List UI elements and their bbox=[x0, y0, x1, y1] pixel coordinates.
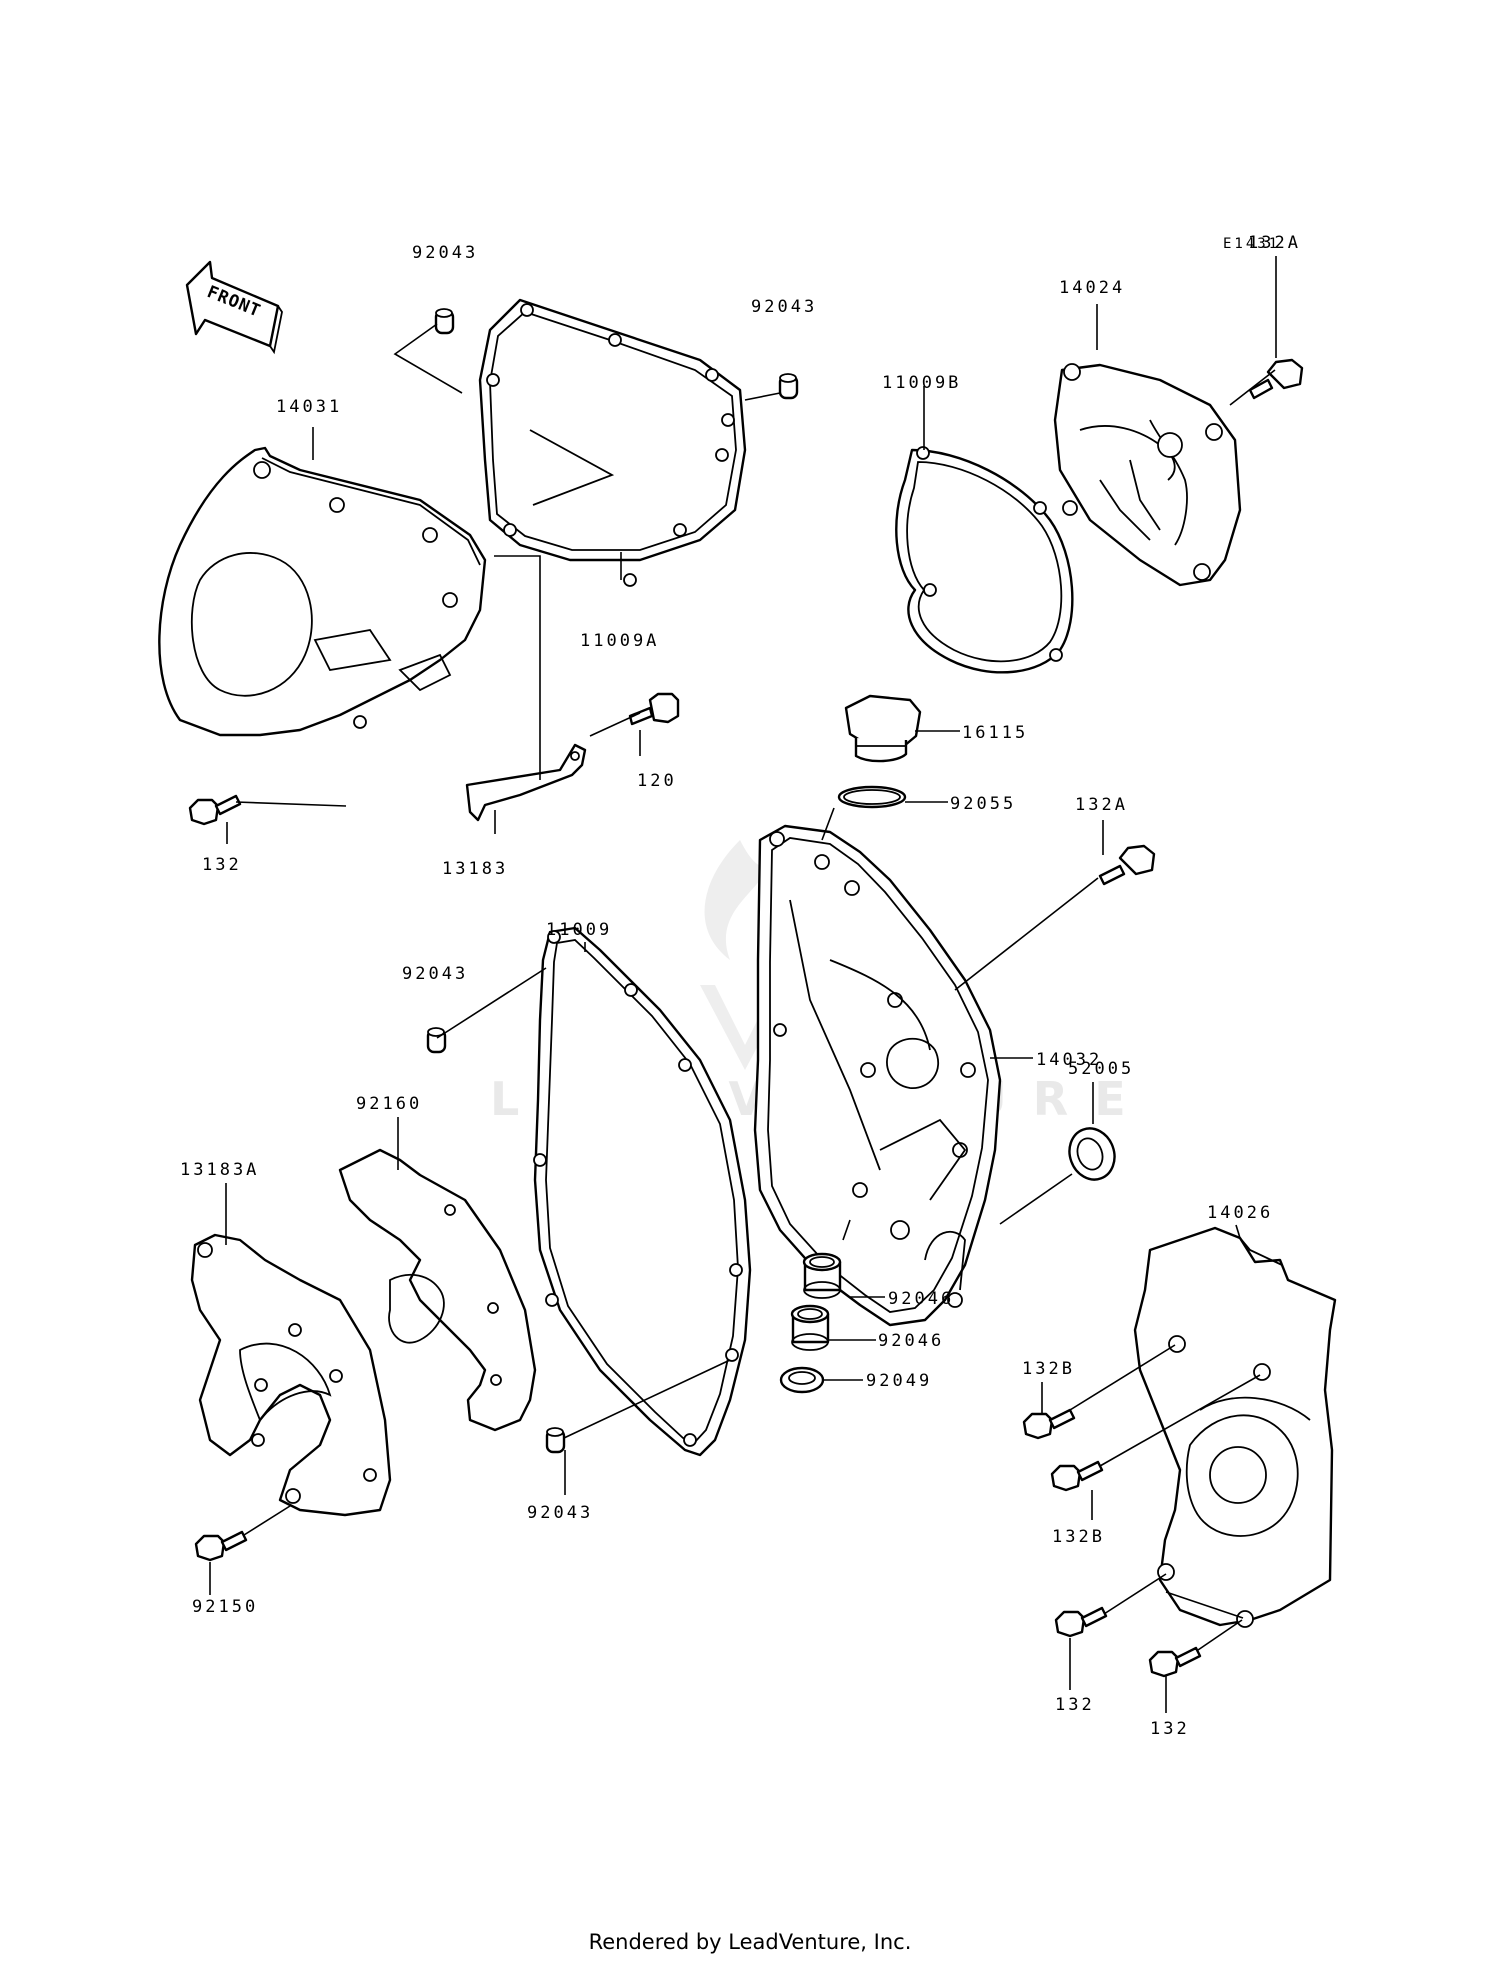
needle-bearing-92046-lower bbox=[790, 1304, 830, 1351]
filler-cap-16115 bbox=[844, 694, 922, 763]
callout-92049: 92049 bbox=[866, 1371, 932, 1391]
bolt-132-bottom-left bbox=[1054, 1606, 1108, 1638]
dowel-pin-92043-mid bbox=[426, 1027, 447, 1054]
bolt-132-left bbox=[188, 794, 242, 826]
callout-132-bottom-right: 132 bbox=[1150, 1719, 1190, 1739]
callout-92160: 92160 bbox=[356, 1094, 422, 1114]
parts-diagram: LEADVENTURE FRONT bbox=[158, 233, 1337, 1739]
callout-132A-top: 132A bbox=[1248, 233, 1301, 253]
callout-92043-mid: 92043 bbox=[402, 964, 468, 984]
dowel-pin-92043-bottom bbox=[545, 1427, 566, 1454]
callout-92043-bottom: 92043 bbox=[527, 1503, 593, 1523]
plate-13183A bbox=[190, 1233, 392, 1517]
callout-92043-top-left: 92043 bbox=[412, 243, 478, 263]
callout-132-left: 132 bbox=[202, 855, 242, 875]
cover-14024 bbox=[1053, 363, 1242, 587]
seal-92049 bbox=[779, 1366, 825, 1394]
bolt-132A-mid bbox=[1098, 844, 1156, 886]
footer-credit: Rendered by LeadVenture, Inc. bbox=[588, 1930, 912, 1954]
callout-132B-lower: 132B bbox=[1052, 1527, 1105, 1547]
leader-lines bbox=[209, 256, 1277, 1713]
seal-52005 bbox=[1068, 1127, 1116, 1181]
plate-92160 bbox=[338, 1148, 537, 1432]
cover-14031 bbox=[158, 446, 487, 737]
callout-13183: 13183 bbox=[442, 859, 508, 879]
dowel-pin-92043-top-left bbox=[434, 308, 455, 335]
callout-13183A: 13183A bbox=[180, 1160, 259, 1180]
callout-92043-top-right: 92043 bbox=[751, 297, 817, 317]
callout-14024: 14024 bbox=[1059, 278, 1125, 298]
gasket-11009A bbox=[478, 298, 747, 587]
o-ring-92055 bbox=[837, 785, 907, 809]
bolt-132B-upper bbox=[1022, 1408, 1076, 1440]
callout-11009: 11009 bbox=[546, 920, 612, 940]
callout-92150: 92150 bbox=[192, 1597, 258, 1617]
callout-92055: 92055 bbox=[950, 794, 1016, 814]
bolt-132A-top bbox=[1248, 358, 1304, 400]
callout-14031: 14031 bbox=[276, 397, 342, 417]
callout-labels: E1431 92043 92043 14031 11009A 11009B 14… bbox=[180, 233, 1301, 1739]
callout-14032: 14032 bbox=[1036, 1050, 1102, 1070]
callout-120: 120 bbox=[637, 771, 677, 791]
gasket-11009B bbox=[895, 446, 1074, 674]
dowel-pin-92043-top-right bbox=[778, 373, 799, 400]
callout-132B-upper: 132B bbox=[1022, 1359, 1075, 1379]
callout-14026: 14026 bbox=[1207, 1203, 1273, 1223]
screw-120 bbox=[628, 692, 680, 726]
callout-16115: 16115 bbox=[962, 723, 1028, 743]
cover-14026 bbox=[1133, 1226, 1337, 1628]
callout-11009A: 11009A bbox=[580, 631, 659, 651]
callout-52005: 52005 bbox=[1068, 1059, 1134, 1079]
gasket-11009 bbox=[533, 926, 752, 1457]
callout-11009B: 11009B bbox=[882, 373, 961, 393]
callout-132A-mid: 132A bbox=[1075, 795, 1128, 815]
callout-92046-upper: 92046 bbox=[888, 1289, 954, 1309]
bolt-132B-lower bbox=[1050, 1460, 1104, 1492]
callout-92046-lower: 92046 bbox=[878, 1331, 944, 1351]
bolt-92150 bbox=[194, 1530, 248, 1562]
diagram-code: E1431 bbox=[1223, 236, 1280, 252]
cover-14032 bbox=[753, 824, 1002, 1327]
bracket-13183 bbox=[465, 743, 587, 822]
bolt-132-bottom-right bbox=[1148, 1646, 1202, 1678]
needle-bearing-92046-upper bbox=[802, 1252, 842, 1299]
front-arrow-icon: FRONT bbox=[185, 260, 283, 355]
callout-132-bottom-left: 132 bbox=[1055, 1695, 1095, 1715]
